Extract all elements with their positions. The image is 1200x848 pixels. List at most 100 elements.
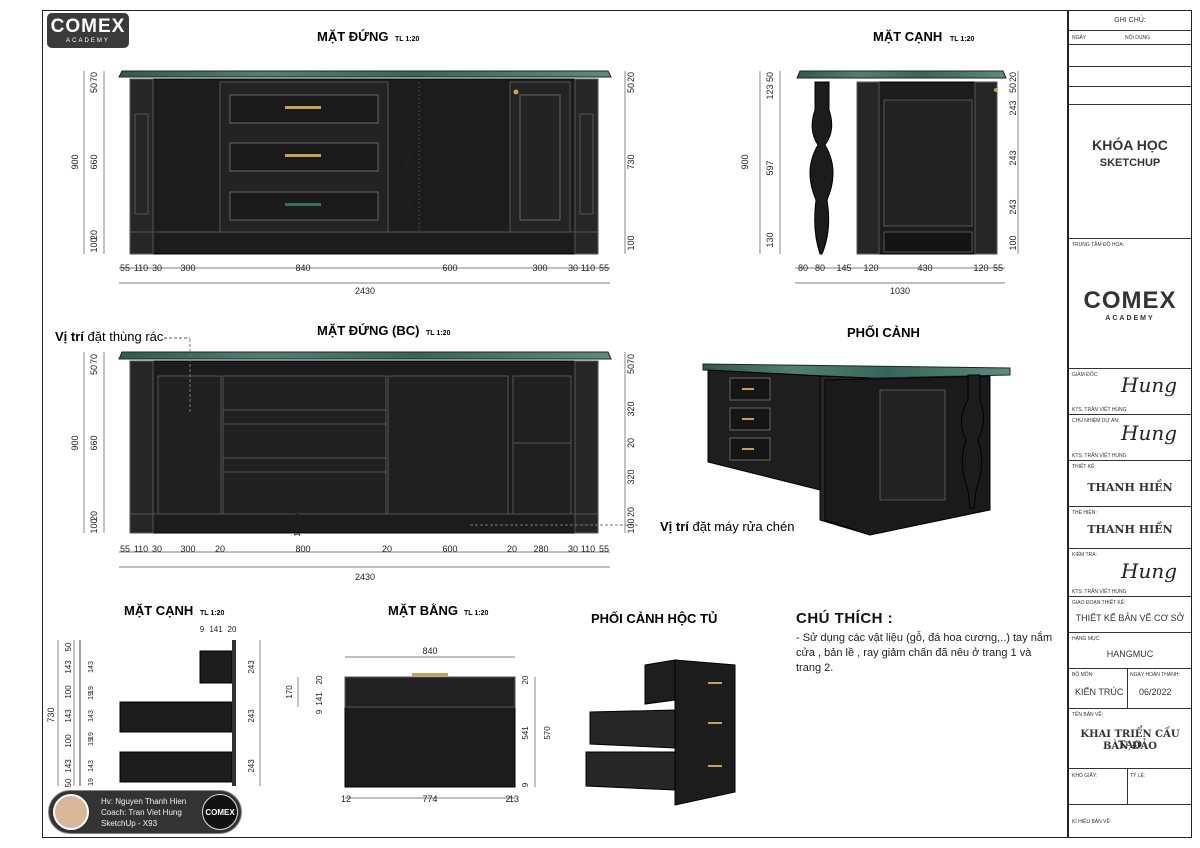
dimension-label: 800 [295,544,310,554]
dimension-label: 243 [1008,150,1018,165]
dimension-label: 9 [521,782,530,787]
dimension-label: 20 [626,438,636,448]
tb-done-value: 06/2022 [1139,687,1172,697]
scale-front: TL 1:20 [395,36,419,43]
dimension-label: 160 [293,434,302,448]
dimension-label: 100 [1008,235,1018,250]
dimension-label: 243 [247,759,256,773]
scale-front-bc: TL 1:20 [426,330,450,337]
tb-drawn-cell: THỂ HIỆN: THANH HIỀN [1069,507,1191,549]
handle-icon [285,203,321,206]
tb-design-cell: THIẾT KẾ: THANH HIỀN [1069,461,1191,507]
dimension-label: 20 [382,544,392,554]
tb-center-logo-sub: ACADEMY [1105,315,1155,322]
dimension-label: 243 [1008,100,1018,115]
dimension-label: 280 [533,544,548,554]
dimension-label: 20 [521,675,530,684]
dimension-label: 243 [247,660,256,674]
dimension-label: 13 [509,794,519,804]
dimension-label: 143 [64,759,73,773]
dimension-label: 600 [442,544,457,554]
tb-pm-cell: CHỦ NHIỆM DỰ ÁN: Hung KTS. TRẦN VIỆT HÙN… [1069,415,1191,461]
dimension-label: 80 [798,263,808,273]
dimension-label: 30 [568,263,578,273]
drawer-plan-view [344,673,516,788]
drawer-perspective-view [585,659,736,806]
tb-director-cell: GIÁM ĐỐC: Hung KTS. TRẦN VIỆT HÙNG [1069,369,1191,415]
front-bc-elevation [118,339,640,534]
drawer-side-1 [199,650,233,684]
dimension-label: 243 [404,104,414,119]
dimension-label: 20 [1008,72,1018,82]
handle-icon [708,765,722,767]
tb-course-cell: KHÓA HỌC SKETCHUP [1069,105,1191,239]
drawer-side-view [79,640,236,786]
front-door [509,81,571,233]
tb-center-cell: TRUNG TÂM ĐỒ HỌA: COMEX ACADEMY [1069,239,1191,369]
drawing-canvas: MẶT ĐỨNG TL 1:20 MẶT CẠNH TL 1:20 MẶT ĐỨ… [46,29,1019,806]
dimension-label: 2430 [355,286,375,296]
front-left-pilaster [129,78,154,255]
dimension-label: 12 [341,794,351,804]
view-titles: MẶT ĐỨNG TL 1:20 MẶT CẠNH TL 1:20 MẶT ĐỨ… [124,29,974,626]
dimension-label: 100 [89,237,99,252]
drawer-side-2 [119,701,233,733]
tb-date-label: NGÀY [1072,35,1087,41]
dimension-label: 300 [180,263,195,273]
dimension-label: 320 [626,401,636,416]
dimension-label: 20 [89,511,99,521]
dimension-label: 9 [315,709,324,714]
bc-shelf-bay [512,375,572,515]
handle-icon [708,682,722,684]
tb-notes-label: GHI CHÚ: [1069,11,1191,31]
dimension-label: 300 [532,263,547,273]
dimension-label: 597 [765,160,775,175]
tb-sheet-cell: TÊN BẢN VẼ: KHAI TRIỂN CẤU TẠO BÀN ĐẢO [1069,709,1191,769]
dimension-label: 190 [293,523,302,537]
dimension-label: 600 [442,263,457,273]
dimension-label: 20 [215,544,225,554]
dimension-label: 143 [64,660,73,674]
dimension-label: 20 [507,544,517,554]
bc-dishwasher-bay [387,375,509,515]
dimension-label: 900 [70,154,80,169]
coach-name: Coach: Tran Viet Hung [101,808,182,817]
dimension-label: 123 [765,84,775,99]
tb-design-name: THANH HIỀN [1087,481,1173,494]
handle-icon [742,448,754,450]
dimension-label: 19 [88,686,95,694]
tb-content-label: NỘI DUNG [1125,35,1150,41]
title-side: MẶT CẠNH [873,29,942,44]
dimension-label: 840 [295,263,310,273]
tb-dept-cell: BỘ MÔN: NGÀY HOÀN THÀNH: KIẾN TRÚC 06/20… [1069,669,1191,709]
dimension-label: 110 [134,263,148,273]
title-drawer-plan: MẶT BẰNG [388,603,458,618]
scale-drawer-plan: TL 1:20 [464,610,488,617]
title-drawer-persp: PHỐI CẢNH HỘC TỦ [591,611,717,626]
dimension-label: 110 [581,263,595,273]
legend-heading: CHÚ THÍCH : [796,610,894,627]
dimension-label: 50 [64,642,73,651]
student-name: Hv: Nguyen Thanh Hien [101,797,187,806]
side-elevation [796,70,1007,255]
logo-sub: ACADEMY [66,38,110,44]
tb-drawn-name: THANH HIỀN [1087,523,1173,536]
persp-countertop [702,363,1011,379]
perspective-view [702,363,1011,536]
dimension-label: 9 [200,625,205,634]
handle-icon [708,722,722,724]
title-block: GHI CHÚ: NGÀY NỘI DUNG KHÓA HỌC SKETCHUP… [1068,10,1192,838]
dimension-label: 30 [152,263,162,273]
dimension-label: 30 [568,544,578,554]
dimension-label: 1030 [890,286,910,296]
front-right-pilaster [574,78,599,255]
dimension-label: 243 [404,150,414,165]
dimension-label: 730 [46,707,56,722]
dimension-label: 50 [89,365,99,375]
dimension-label: 143 [64,709,73,723]
scale-side: TL 1:20 [950,36,974,43]
dimension-label: 20 [89,230,99,240]
signature: Hung [1121,373,1178,397]
tb-paper-cell: KHỔ GIẤY: TỶ LỆ: [1069,769,1191,805]
